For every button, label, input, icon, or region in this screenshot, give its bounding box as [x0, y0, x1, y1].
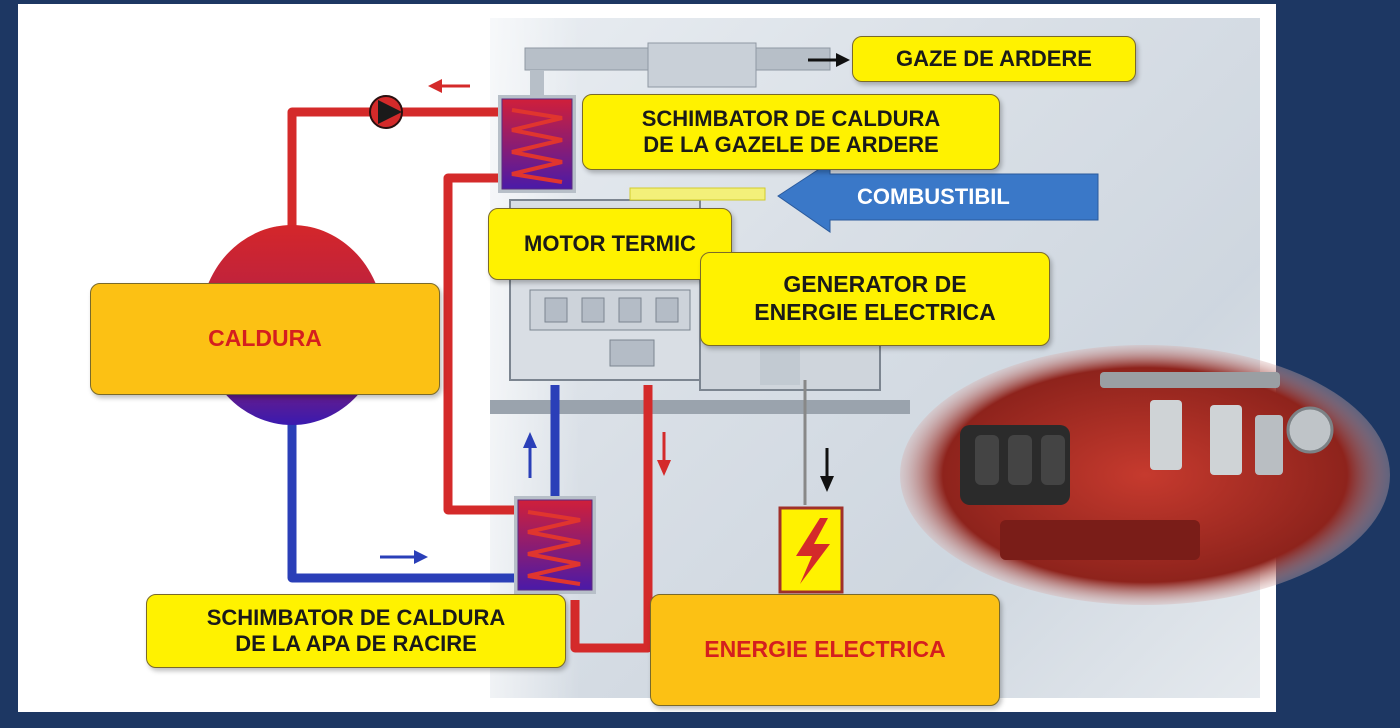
exhaust-heat-exchanger-label: SCHIMBATOR DE CALDURA DE LA GAZELE DE AR…	[582, 94, 1000, 170]
arrow-left-red-icon	[428, 79, 470, 93]
arrow-down-red-icon	[657, 432, 671, 476]
lightning-icon	[778, 506, 844, 594]
generator-text-line1: GENERATOR DE	[783, 271, 967, 298]
exhaust-heat-exchanger-text-line2: DE LA GAZELE DE ARDERE	[643, 132, 939, 157]
flow-arrows	[380, 53, 850, 564]
hot-water-pipes	[287, 107, 653, 653]
generator-text-line2: ENERGIE ELECTRICA	[754, 299, 996, 325]
arrow-right-blue-icon	[380, 550, 428, 564]
arrow-up-blue-icon	[523, 432, 537, 478]
exhaust-gases-label: GAZE DE ARDERE	[852, 36, 1136, 82]
heat-text: CALDURA	[208, 325, 322, 352]
cooling-heat-exchanger-text-line2: DE LA APA DE RACIRE	[235, 631, 477, 656]
electric-energy-label: ENERGIE ELECTRICA	[650, 594, 1000, 706]
heat-label: CALDURA	[90, 283, 440, 395]
electric-energy-text: ENERGIE ELECTRICA	[704, 636, 946, 663]
heat-engine-text: MOTOR TERMIC	[524, 230, 696, 256]
fuel-text: COMBUSTIBIL	[857, 184, 1010, 209]
cooling-heat-exchanger-text-line1: SCHIMBATOR DE CALDURA	[206, 604, 506, 630]
arrow-down-black-icon	[820, 448, 834, 492]
pump-icon	[369, 95, 403, 129]
fuel-label: COMBUSTIBIL	[857, 184, 1010, 210]
engine-cutaway-image	[900, 345, 1390, 605]
cooling-heat-exchanger	[514, 496, 596, 594]
generator-label: GENERATOR DE ENERGIE ELECTRICA	[700, 252, 1050, 346]
exhaust-gases-text: GAZE DE ARDERE	[896, 45, 1092, 71]
exhaust-heat-exchanger-text-line1: SCHIMBATOR DE CALDURA	[641, 105, 941, 131]
fuel-line	[629, 187, 766, 201]
cold-water-pipes	[287, 385, 560, 583]
cooling-heat-exchanger-label: SCHIMBATOR DE CALDURA DE LA APA DE RACIR…	[146, 594, 566, 668]
heat-engine-label: MOTOR TERMIC	[488, 208, 732, 280]
arrow-right-black-icon	[808, 53, 850, 67]
exhaust-heat-exchanger	[498, 95, 576, 193]
